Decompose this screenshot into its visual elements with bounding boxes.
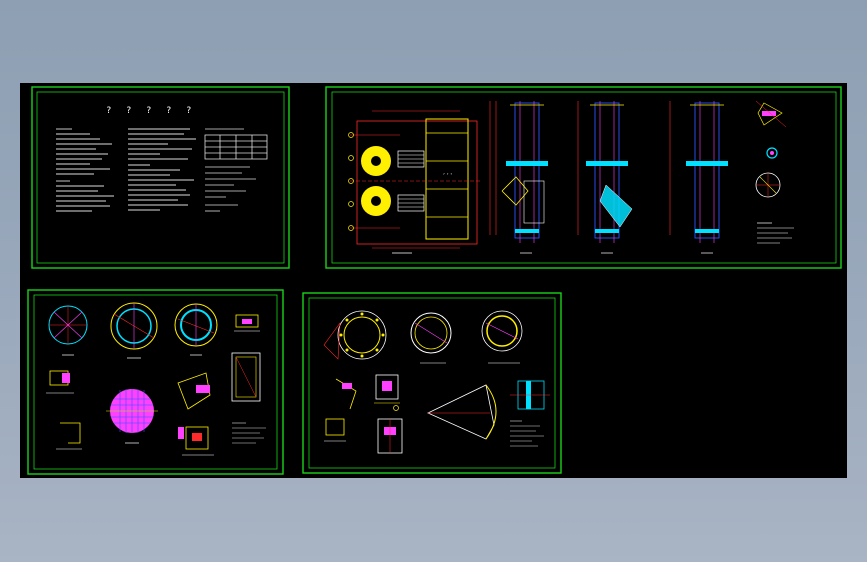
ring-detail-f	[56, 422, 82, 450]
title-mark: ?	[166, 106, 171, 116]
nozzle-detail-b	[377, 418, 403, 454]
notes-table	[204, 128, 268, 212]
notes-block-4	[510, 420, 544, 447]
flange-ring-a	[323, 310, 387, 360]
flange-ring-b	[410, 312, 452, 364]
column-elevation-3	[669, 101, 728, 254]
ring-detail-d	[234, 314, 260, 332]
notes-block-3	[232, 422, 266, 444]
stiffener-detail	[177, 372, 211, 410]
tank-bottom-plate	[106, 389, 158, 444]
title-mark: ?	[146, 106, 151, 116]
ring-detail-a	[48, 305, 88, 356]
sheet-flange-details[interactable]	[302, 292, 562, 474]
column-elevation-1	[489, 101, 548, 254]
notes-column-2	[128, 128, 196, 211]
title-mark: ?	[186, 106, 191, 116]
tank-plan-view: ? ? ?	[348, 110, 482, 254]
title-mark: ?	[106, 106, 111, 116]
nozzle-detail-c	[324, 418, 346, 442]
ring-detail-e	[46, 370, 74, 394]
cad-viewport[interactable]: ? ? ? ? ?	[20, 83, 847, 478]
nozzle-detail-a	[374, 374, 400, 404]
column-elevation-2	[577, 101, 633, 254]
section-detail	[231, 352, 261, 402]
sheet-title: ? ? ? ? ?	[106, 106, 191, 116]
flange-section	[510, 380, 550, 410]
cone-arc-detail	[335, 378, 357, 410]
sheet-ring-details[interactable]	[27, 289, 284, 475]
sheet-elevations[interactable]: ? ? ?	[325, 86, 842, 269]
detail-stack	[755, 100, 794, 244]
ring-detail-c	[174, 303, 218, 356]
support-detail	[178, 426, 214, 456]
ring-detail-b	[110, 302, 158, 359]
flange-ring-c	[481, 310, 523, 364]
notes-column-1	[56, 128, 114, 212]
section-marker	[393, 405, 399, 411]
title-mark: ?	[126, 106, 131, 116]
sheet-notes[interactable]: ? ? ? ? ?	[31, 86, 290, 269]
cone-section	[427, 384, 497, 440]
cad-drawing: ? ? ? ? ?	[27, 86, 842, 475]
plan-label: ? ? ?	[443, 172, 452, 176]
